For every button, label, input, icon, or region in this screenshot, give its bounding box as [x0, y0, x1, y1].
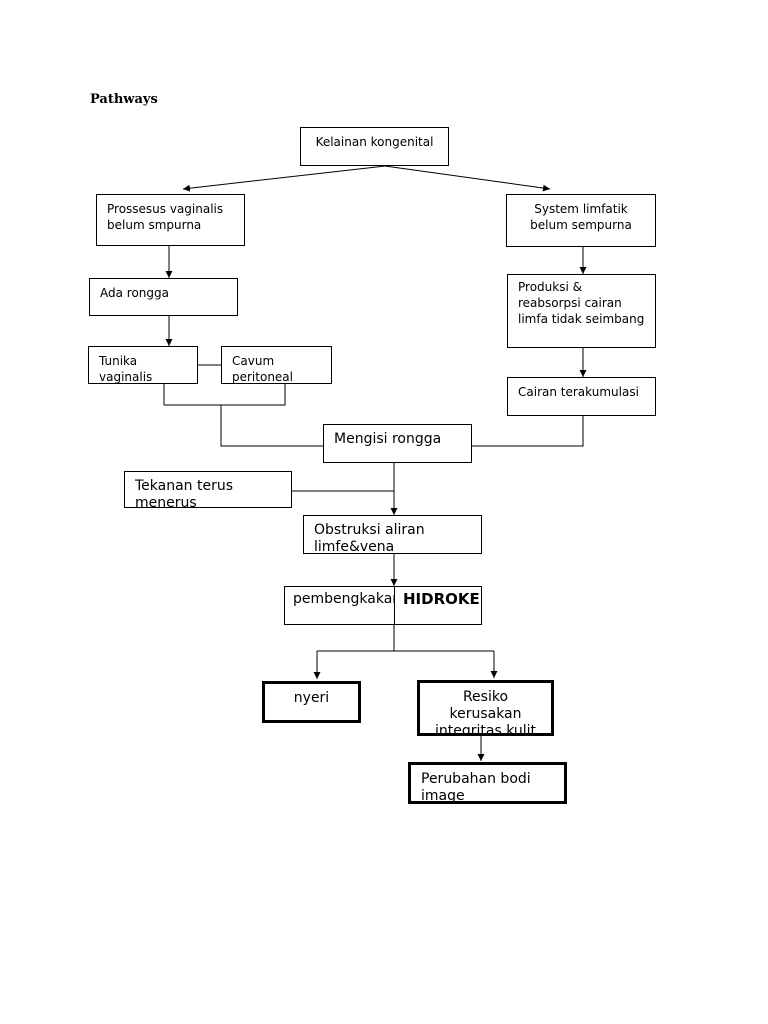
arrow-to-system	[384, 165, 551, 192]
cairan-to-mengisi	[472, 416, 584, 447]
bracket-to-mengisi	[220, 405, 323, 447]
arrow-to-prossesus	[182, 165, 386, 192]
node-nyeri: nyeri	[262, 681, 361, 723]
node-pembengkakan: pembengkakan	[285, 587, 395, 624]
node-kelainan-kongenital: Kelainan kongenital	[300, 127, 449, 166]
node-perubahan-bodi-image: Perubahan bodi image	[408, 762, 567, 804]
node-ada-rongga: Ada rongga	[89, 278, 238, 316]
node-prossesus-vaginalis: Prossesus vaginalis belum smpurna	[96, 194, 245, 246]
page-heading: Pathways	[90, 92, 158, 107]
node-system-limfatik: System limfatik belum sempurna	[506, 194, 656, 247]
node-hidrokel: HIDROKEL	[403, 590, 481, 608]
node-mengisi-rongga: Mengisi rongga	[323, 424, 472, 463]
tunika-cavum-bracket	[163, 384, 286, 406]
node-tekanan-terus-menerus: Tekanan terus menerus	[124, 471, 292, 508]
node-obstruksi-aliran: Obstruksi aliran limfe&vena	[303, 515, 482, 554]
node-hidrokel-group: pembengkakan HIDROKEL	[284, 586, 482, 625]
node-cavum-peritoneal: Cavum peritoneal	[221, 346, 332, 384]
node-resiko-kerusakan: Resiko kerusakan integritas kulit	[417, 680, 554, 736]
node-produksi-reabsorpsi: Produksi & reabsorpsi cairan limfa tidak…	[507, 274, 656, 348]
node-cairan-terakumulasi: Cairan terakumulasi	[507, 377, 656, 416]
node-tunika-vaginalis: Tunika vaginalis	[88, 346, 198, 384]
